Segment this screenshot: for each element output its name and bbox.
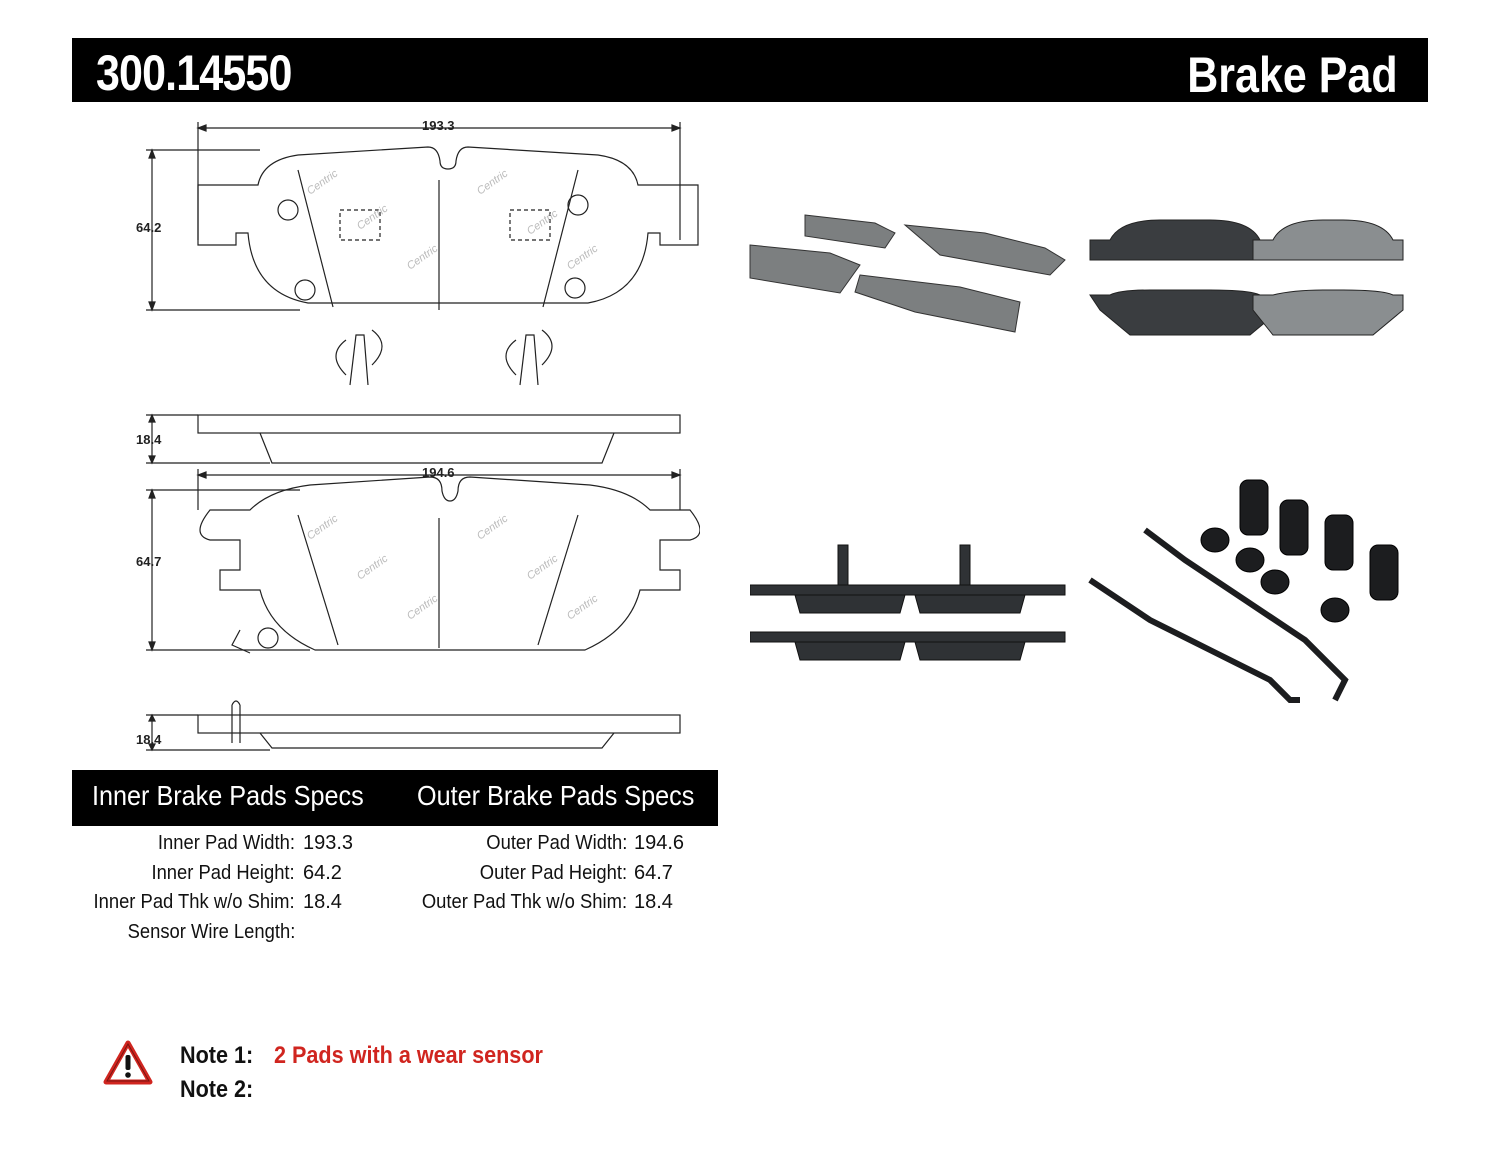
header-bar: 300.14550 Brake Pad [72,38,1428,103]
svg-text:Centric: Centric [355,552,391,582]
outer-pad-thickness-value: 18.4 [634,891,673,913]
outer-thickness-dimension: 18.4 [136,732,162,747]
note-1-text: 2 Pads with a wear sensor [274,1042,543,1069]
note-2-label: Note 2: [180,1076,254,1103]
inner-pad-thickness-value: 18.4 [303,891,342,913]
product-photo-pad-pairs [1089,219,1404,336]
svg-text:Centric: Centric [475,512,511,542]
inner-spec-row: Inner Pad Width: [0,832,295,856]
inner-pad-width-label: Inner Pad Width: [157,832,295,854]
inner-spec-row: Inner Pad Height: [0,862,295,886]
outer-spec-row: Outer Pad Height: [300,862,627,886]
sensor-wire-length-label: Sensor Wire Length: [127,921,295,943]
warning-triangle-icon [103,1040,153,1085]
outer-spec-row: Outer Pad Width: [300,832,627,856]
svg-text:Centric: Centric [305,167,341,197]
outer-height-dimension: 64.7 [136,554,161,569]
inner-height-dimension: 64.2 [136,220,161,235]
inner-width-dimension: 193.3 [422,118,455,133]
svg-text:Centric: Centric [475,167,511,197]
outer-width-dimension: 194.6 [422,465,455,480]
inner-pad-height-value: 64.2 [303,862,342,884]
outer-pad-height-value: 64.7 [634,862,673,884]
svg-text:Centric: Centric [405,592,441,622]
inner-spec-row: Sensor Wire Length: [0,921,295,945]
outer-spec-row: Outer Pad Thk w/o Shim: [300,891,627,915]
brake-pad-technical-drawings: Centric Centric Centric Centric Centric … [136,118,700,752]
outer-pad-width-label: Outer Pad Width: [485,832,627,854]
note-1-label: Note 1: [180,1042,254,1069]
specs-header-bar: Inner Brake Pads Specs Outer Brake Pads … [72,770,718,826]
product-photo-hardware-kit [1088,479,1399,703]
product-photo-side-view [750,544,1066,661]
outer-pad-width-value: 194.6 [634,832,685,854]
inner-specs-heading: Inner Brake Pads Specs [92,780,364,811]
product-photo-pad-set [749,214,1066,333]
inner-pad-width-value: 193.3 [303,832,354,854]
svg-text:Centric: Centric [405,242,441,272]
outer-pad-thickness-label: Outer Pad Thk w/o Shim: [421,891,627,913]
inner-pad-height-label: Inner Pad Height: [151,862,295,884]
inner-thickness-dimension: 18.4 [136,432,162,447]
part-number: 300.14550 [96,45,292,101]
svg-text:Centric: Centric [305,512,341,542]
svg-text:Centric: Centric [525,552,561,582]
svg-text:Centric: Centric [525,207,561,237]
inner-spec-row: Inner Pad Thk w/o Shim: [0,891,295,915]
outer-pad-height-label: Outer Pad Height: [479,862,627,884]
svg-text:Centric: Centric [565,242,601,272]
outer-specs-heading: Outer Brake Pads Specs [417,780,695,811]
document-title: Brake Pad [1187,47,1398,103]
svg-text:Centric: Centric [355,202,391,232]
inner-pad-thickness-label: Inner Pad Thk w/o Shim: [93,891,295,913]
svg-text:Centric: Centric [565,592,601,622]
